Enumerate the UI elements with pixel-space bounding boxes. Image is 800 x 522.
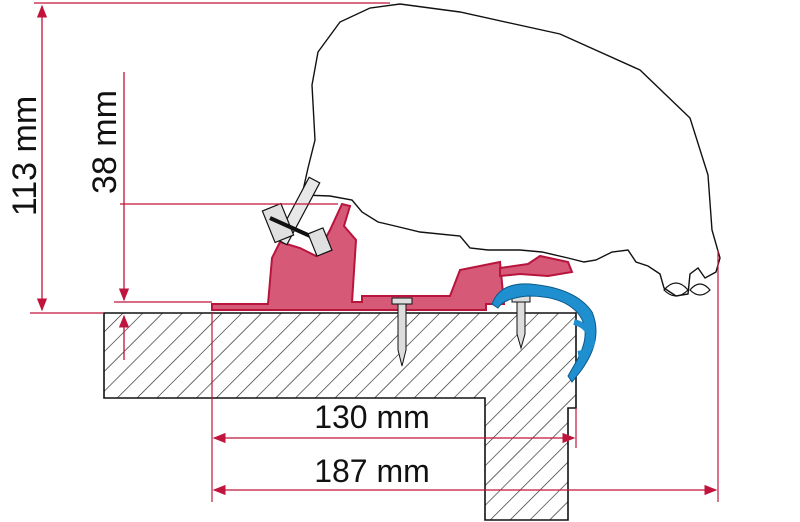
bracket-right-clip xyxy=(499,254,574,278)
dim-113-label: 113 mm xyxy=(6,96,44,216)
bolt-head xyxy=(307,227,333,257)
dim-38-label: 38 mm xyxy=(86,90,124,194)
dim-187-label: 187 mm xyxy=(314,453,430,489)
roof-section xyxy=(103,312,577,521)
screw-left xyxy=(391,297,413,367)
gutter-clip xyxy=(491,283,597,383)
dim-130-label: 130 mm xyxy=(314,399,430,435)
cassette-detail xyxy=(663,282,711,297)
gutter-clip-end xyxy=(573,319,596,357)
awning-cassette xyxy=(301,3,721,297)
screw-right xyxy=(511,295,531,350)
